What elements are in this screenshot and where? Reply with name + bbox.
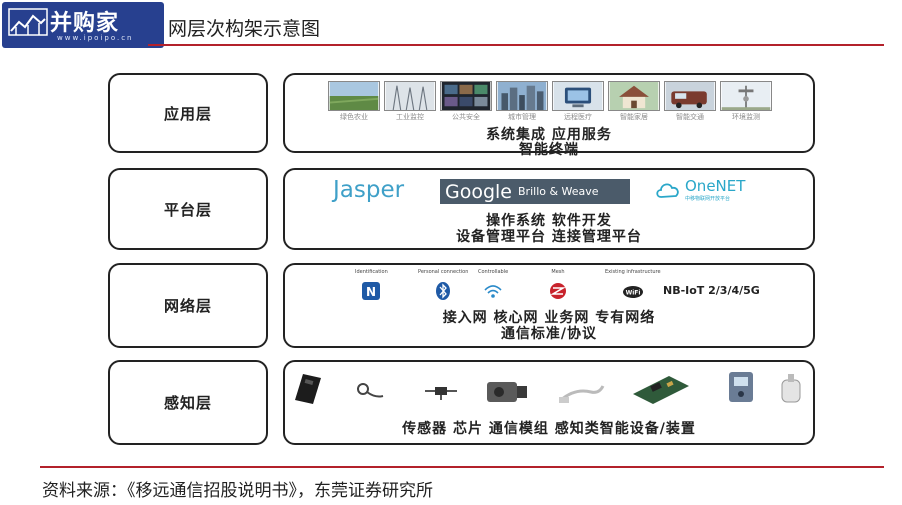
network-caption: Controllable [478, 269, 509, 275]
layer-content-platform: Jasper Google Brillo & Weave OneNET 中移物联… [283, 168, 815, 250]
factory-photo-icon [384, 81, 436, 111]
layer-label-text: 应用层 [163, 104, 212, 123]
cable-sensor-icon [357, 383, 384, 398]
google-logo-text: Google [445, 180, 513, 203]
nbiot-label: NB-IoT 2/3/4/5G [663, 284, 760, 297]
nfc-icon: N [362, 282, 381, 300]
traffic-photo-icon [664, 81, 716, 111]
layer-label-text: 感知层 [163, 394, 212, 412]
app-caption: 智能家居 [620, 113, 648, 121]
layer-label-platform: 平台层 [108, 168, 268, 250]
layer-description-line: 操作系统 软件开发 [486, 213, 612, 229]
network-caption: Existing infrastructure [605, 269, 661, 275]
app-caption: 公共安全 [452, 113, 480, 121]
network-item: Mesh [547, 269, 569, 301]
network-item: Controllable [478, 269, 508, 301]
network-item: Identification N [355, 269, 388, 301]
chart-logo-icon [8, 8, 48, 36]
app-caption: 工业监控 [396, 113, 424, 121]
network-caption: Mesh [551, 269, 565, 275]
zigbee-icon [550, 283, 566, 299]
wifi-icon [484, 285, 502, 298]
cloud-icon [656, 183, 679, 198]
jasper-logo: Jasper [333, 177, 405, 203]
app-item: 环境监测 [720, 81, 772, 122]
top-divider [148, 44, 884, 46]
app-item: 公共安全 [440, 81, 492, 122]
wifi-logo-icon: WiFi [622, 286, 643, 298]
app-caption: 智能交通 [676, 113, 704, 121]
app-item: 智能交通 [664, 81, 716, 122]
layer-description-line: 系统集成 应用服务 [486, 127, 612, 143]
layer-label-perception: 感知层 [108, 360, 268, 445]
city-skyline-photo-icon [496, 81, 548, 111]
app-caption: 绿色农业 [340, 113, 368, 121]
app-item: 远程医疗 [552, 81, 604, 122]
brillo-weave-text: Brillo & Weave [518, 185, 599, 198]
layer-label-application: 应用层 [108, 73, 268, 153]
app-caption: 城市管理 [508, 113, 536, 121]
layer-content-application: 绿色农业 工业监控 公共安全 城市管理 远程医疗 [283, 73, 815, 158]
google-brillo-logo: Google Brillo & Weave [440, 179, 630, 204]
layer-label-text: 网络层 [163, 297, 212, 315]
layer-label-network: 网络层 [108, 263, 268, 348]
wire-sensor-icon [559, 385, 605, 403]
circuit-board-icon [633, 376, 689, 404]
app-caption: 远程医疗 [564, 113, 592, 121]
app-item: 城市管理 [496, 81, 548, 122]
chip-icon [425, 387, 457, 400]
network-item: Personal connection [418, 269, 468, 301]
farm-photo-icon [328, 81, 380, 111]
layer-content-perception: 传感器 芯片 通信模组 感知类智能设备/装置 [283, 360, 815, 445]
network-caption: Identification [355, 269, 388, 275]
layer-description-line: 设备管理平台 连接管理平台 [456, 229, 642, 245]
app-item: 绿色农业 [328, 81, 380, 122]
source-note: 资料来源：《移远通信招股说明书》，东莞证券研究所 [42, 481, 433, 501]
network-caption: Personal connection [418, 269, 469, 275]
layer-label-text: 平台层 [163, 200, 212, 219]
meter-device-icon [729, 372, 753, 402]
svg-text:N: N [366, 285, 376, 299]
page-title: 网层次构架示意图 [168, 18, 321, 40]
sensor-device-icon [295, 374, 321, 404]
application-icons: 绿色农业 工业监控 公共安全 城市管理 远程医疗 [328, 81, 772, 122]
svg-text:WiFi: WiFi [625, 290, 640, 297]
app-item: 智能家居 [608, 81, 660, 122]
bottom-divider [40, 466, 884, 468]
camera-module-icon [487, 382, 527, 402]
layer-description-line: 通信标准/协议 [500, 326, 598, 342]
layer-description-line: 智能终端 [519, 142, 579, 158]
network-item: Existing infrastructure WiFi [605, 269, 661, 301]
app-caption: 环境监测 [732, 113, 760, 121]
layer-description-line: 传感器 芯片 通信模组 感知类智能设备/装置 [402, 421, 696, 437]
layer-content-network: Identification N Personal connection Con… [283, 263, 815, 348]
layer-description-line: 接入网 核心网 业务网 专有网络 [442, 310, 656, 326]
telemedicine-photo-icon [552, 81, 604, 111]
logo-text: 并购家 [50, 11, 120, 36]
dome-sensor-icon [781, 374, 801, 403]
app-item: 工业监控 [384, 81, 436, 122]
smart-home-photo-icon [608, 81, 660, 111]
onenet-subtitle: 中移物联网开放平台 [685, 196, 731, 202]
bluetooth-icon [436, 282, 451, 300]
surveillance-wall-photo-icon [440, 81, 492, 111]
logo-url: www.ipoipo.cn [57, 34, 134, 42]
onenet-logo: OneNET [685, 177, 746, 195]
environment-photo-icon [720, 81, 772, 111]
logo: 并购家 www.ipoipo.cn [2, 2, 164, 48]
